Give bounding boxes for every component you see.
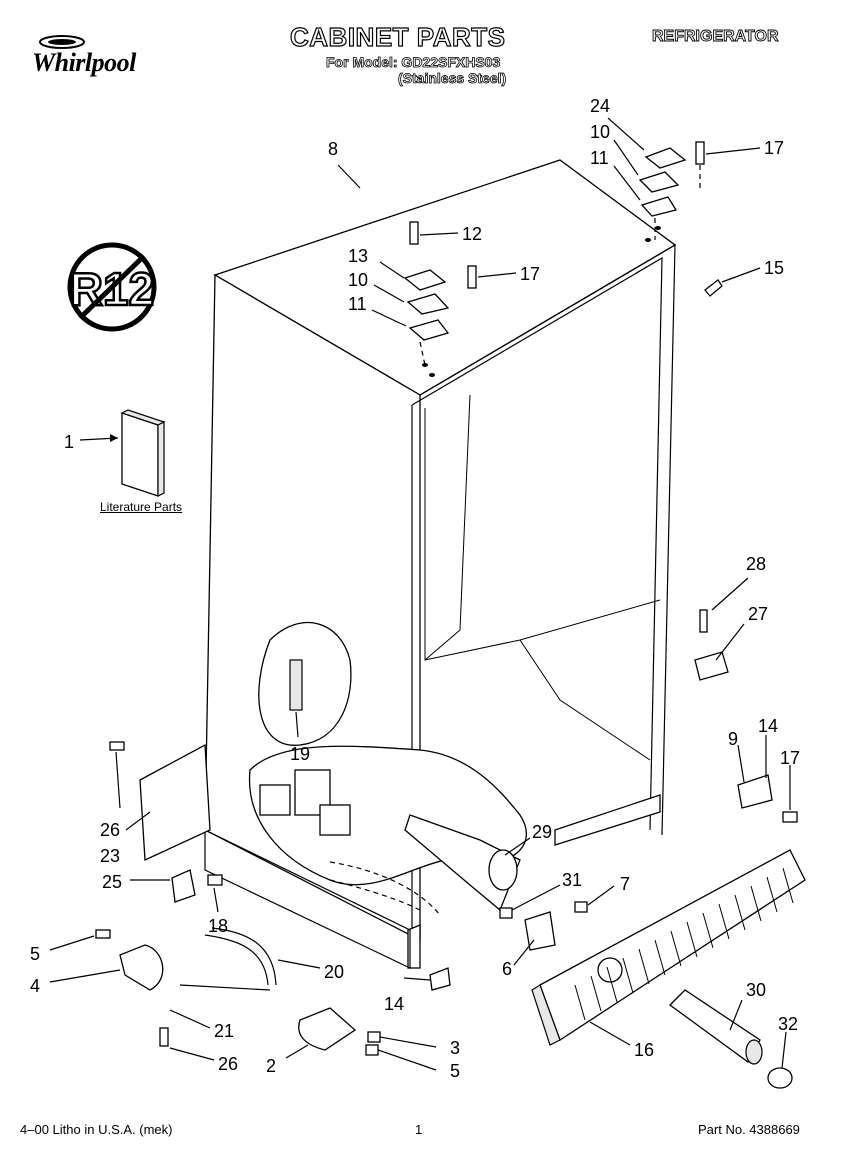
footer-print-info: 4–00 Litho in U.S.A. (mek) [20,1122,173,1137]
callout-5: 5 [30,944,40,964]
callout-18: 18 [208,916,228,936]
callout-13: 13 [348,246,368,266]
callout-6: 6 [502,959,512,979]
callout-21: 21 [214,1021,234,1041]
page-number: 1 [415,1122,423,1137]
grille-slat [606,966,618,1003]
callout-4: 4 [30,976,40,996]
kickplate-grille [531,849,806,1046]
model-variant: (Stainless Steel) [398,70,507,87]
callout-25: 25 [102,872,122,892]
callout-14: 14 [758,716,778,736]
small-parts [95,279,798,1056]
callout-32: 32 [778,1014,798,1034]
callout-15: 15 [764,258,784,278]
top-hinge-center [403,221,477,366]
callout-17: 17 [520,264,540,284]
literature-booklet [79,409,166,497]
grille-slat [622,957,634,994]
brand-logo-text: Whirlpool [32,48,136,77]
callout-9: 9 [728,729,738,749]
callout-24: 24 [590,96,610,116]
callout-17: 17 [780,748,800,768]
callout-12: 12 [462,224,482,244]
grille-slat [590,975,602,1012]
callout-28: 28 [746,554,766,574]
no-r12-symbol: R12 [67,242,157,332]
callout-1: 1 [64,432,74,452]
water-filter [669,989,793,1089]
callout-8: 8 [328,139,338,159]
grille-slat [718,903,730,940]
callout-14: 14 [384,994,404,1014]
grille-slat [782,867,794,904]
grille-slat [766,876,778,913]
part-number: Part No. 4388669 [698,1122,800,1137]
callout-23: 23 [100,846,120,866]
callout-11: 11 [590,148,609,168]
callout-7: 7 [620,874,630,894]
grille-slat [686,921,698,958]
leader-lines [49,117,791,1071]
callout-26: 26 [100,820,120,840]
callout-3: 3 [450,1038,460,1058]
callout-5: 5 [450,1061,460,1081]
grille-slat [702,912,714,949]
grille-slat [654,939,666,976]
literature-parts-label: Literature Parts [100,500,183,514]
callout-17: 17 [764,138,784,158]
whirlpool-logo [39,35,85,49]
callout-31: 31 [562,870,582,890]
callout-26: 26 [218,1054,238,1074]
callout-19: 19 [290,744,310,764]
callout-27: 27 [748,604,768,624]
callout-10: 10 [590,122,610,142]
callout-29: 29 [532,822,552,842]
model-number: For Model: GD22SFXHS03 [326,54,501,71]
callout-numbers: 1 2 3 4 5 5 6 7 8 9 10 10 11 11 12 13 14… [30,96,800,1081]
grille-slat [574,984,586,1021]
callout-10: 10 [348,270,368,290]
grille-slat [670,930,682,967]
grille-slat [638,948,650,985]
top-hinge-right [638,141,705,240]
callout-11: 11 [348,294,367,314]
product-category: REFRIGERATOR [652,28,779,46]
callout-2: 2 [266,1056,276,1076]
grille-slat [750,885,762,922]
callout-30: 30 [746,980,766,1000]
grille-slat [734,894,746,931]
page-title: CABINET PARTS [289,21,506,52]
callout-16: 16 [634,1040,654,1060]
callout-20: 20 [324,962,344,982]
